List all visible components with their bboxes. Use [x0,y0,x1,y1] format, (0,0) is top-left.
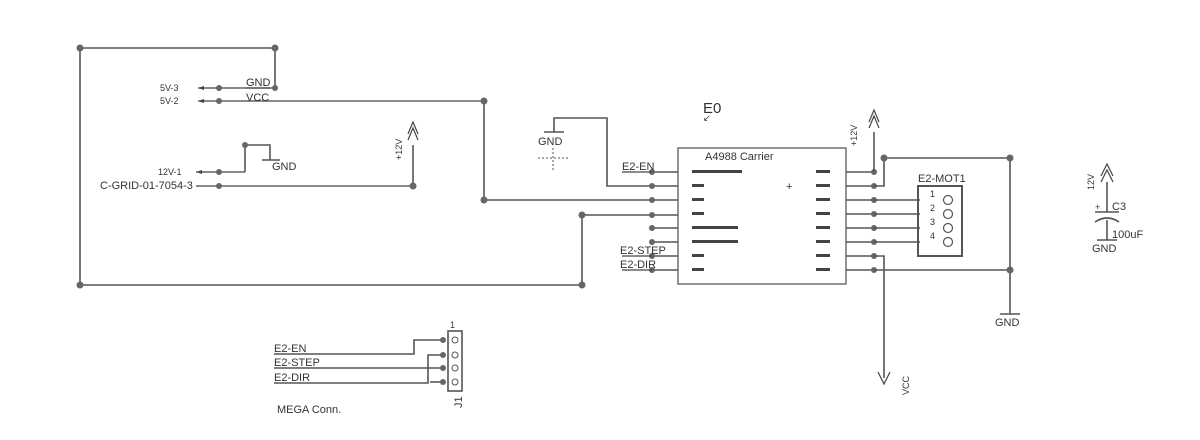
a4988-label: A4988 Carrier [705,151,774,163]
j1-label: J1 [453,396,465,408]
motor-connector: E2-MOT1 1 2 3 4 [917,173,966,257]
driver-left-pins: E2-EN E2-STEP E2-DIR [620,161,678,273]
svg-text:+: + [1095,202,1100,212]
vcc-wire [480,97,652,204]
e2-step-label: E2-STEP [620,245,666,257]
vcc-bottom-label: VCC [901,375,911,395]
svg-text:1: 1 [450,320,455,330]
mot-title-label: E2-MOT1 [918,173,966,185]
e0-label: E0 [703,100,721,117]
mega-conn-label: MEGA Conn. [277,404,341,416]
cap-value-label: 100uF [1112,229,1143,241]
mot-pin1-label: 1 [930,189,935,199]
svg-text:↙: ↙ [703,113,711,123]
mot-pin4-label: 4 [930,231,935,241]
conn-en-label: E2-EN [274,343,306,355]
net-5v3-label: 5V-3 [160,83,179,93]
svg-text:+: + [786,181,792,193]
gnd-right-label: GND [995,317,1020,329]
c3-label: C3 [1112,201,1126,213]
gnd-top-label: GND [246,77,271,89]
header-5v: 5V-3 5V-2 GND VCC [160,77,484,106]
vcc-top-label: VCC [246,92,269,104]
net-5v2-label: 5V-2 [160,96,179,106]
net-12v1-label: 12V-1 [158,167,182,177]
cgrid-label: C-GRID-01-7054-3 [100,180,193,192]
gnd-mid-label: GND [272,161,297,173]
capacitor-c3: 12V + C3 100uF GND [1086,162,1143,255]
outer-loop-wires [76,44,652,289]
gnd-chip-label: GND [538,136,563,148]
a4988-driver: A4988 Carrier + [677,147,847,285]
conn-dir-label: E2-DIR [274,372,310,384]
conn-step-label: E2-STEP [274,357,320,369]
plus12-left-label: +12V [394,139,404,160]
gnd-chip-symbol: GND [538,117,652,187]
mot-pin2-label: 2 [930,203,935,213]
mot-pin3-label: 3 [930,217,935,227]
header-12v: 12V-1 C-GRID-01-7054-3 GND +12V [100,120,419,192]
plus12-right-label: +12V [849,125,859,146]
driver-right-pins: +12V GND VCC [846,108,1020,395]
gnd-cap-label: GND [1092,243,1117,255]
e2-dir-label: E2-DIR [620,259,656,271]
e2-en-label: E2-EN [622,161,654,173]
v12-cap-label: 12V [1086,174,1096,190]
mega-connector: E2-EN E2-STEP E2-DIR 1 J1 MEGA Conn. [274,320,465,416]
